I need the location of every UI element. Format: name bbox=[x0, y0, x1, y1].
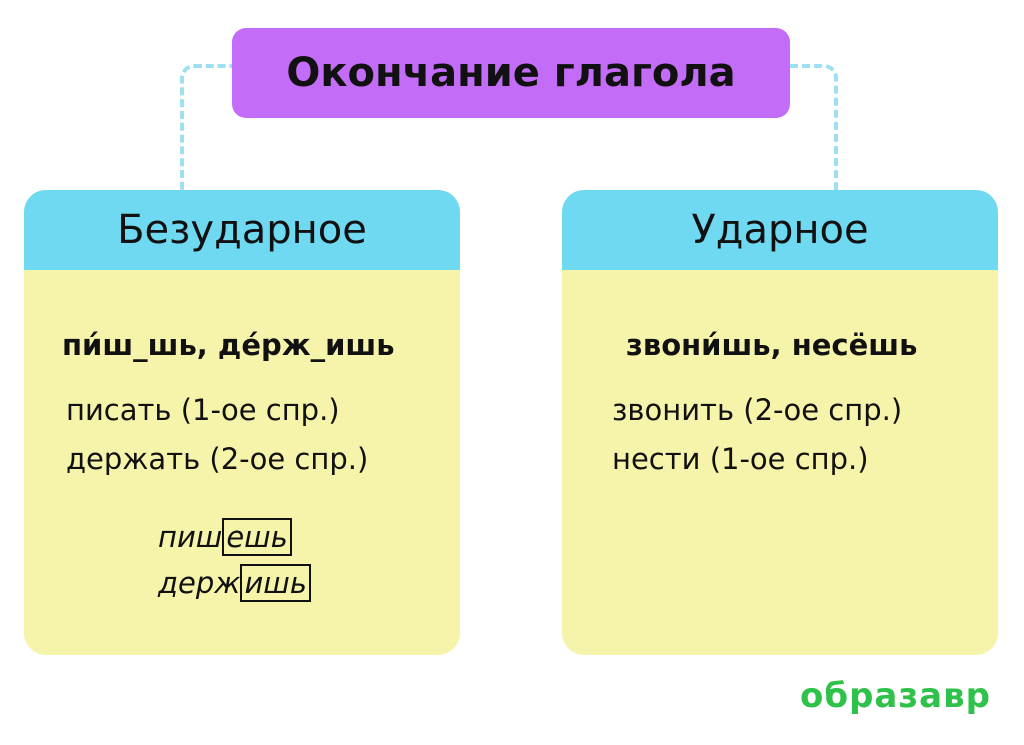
word-ending-box: ешь bbox=[222, 518, 292, 556]
word-ending-box: ишь bbox=[240, 564, 311, 602]
stressed-example: звони́шь, несёшь bbox=[626, 328, 918, 362]
stressed-line-1: звонить (2-ое спр.) bbox=[612, 393, 903, 427]
word-stem: держ bbox=[158, 566, 241, 600]
connector-right bbox=[790, 64, 838, 192]
unstressed-line-2: держать (2-ое спр.) bbox=[66, 442, 369, 476]
connector-left-h bbox=[180, 64, 236, 192]
brand-logo: образавр bbox=[800, 676, 991, 716]
card-stressed-header: Ударное bbox=[562, 190, 998, 270]
unstressed-example: пи́ш_шь, де́рж_ишь bbox=[62, 328, 395, 362]
diagram-title: Окончание глагола bbox=[232, 28, 790, 118]
card-stressed: Ударное звони́шь, несёшь звонить (2-ое с… bbox=[562, 190, 998, 655]
stressed-line-2: нести (1-ое спр.) bbox=[612, 442, 869, 476]
card-unstressed-header: Безударное bbox=[24, 190, 460, 270]
unstressed-line-1: писать (1-ое спр.) bbox=[66, 393, 340, 427]
word-stem: пиш bbox=[158, 520, 223, 554]
card-unstressed: Безударное пи́ш_шь, де́рж_ишь писать (1-… bbox=[24, 190, 460, 655]
